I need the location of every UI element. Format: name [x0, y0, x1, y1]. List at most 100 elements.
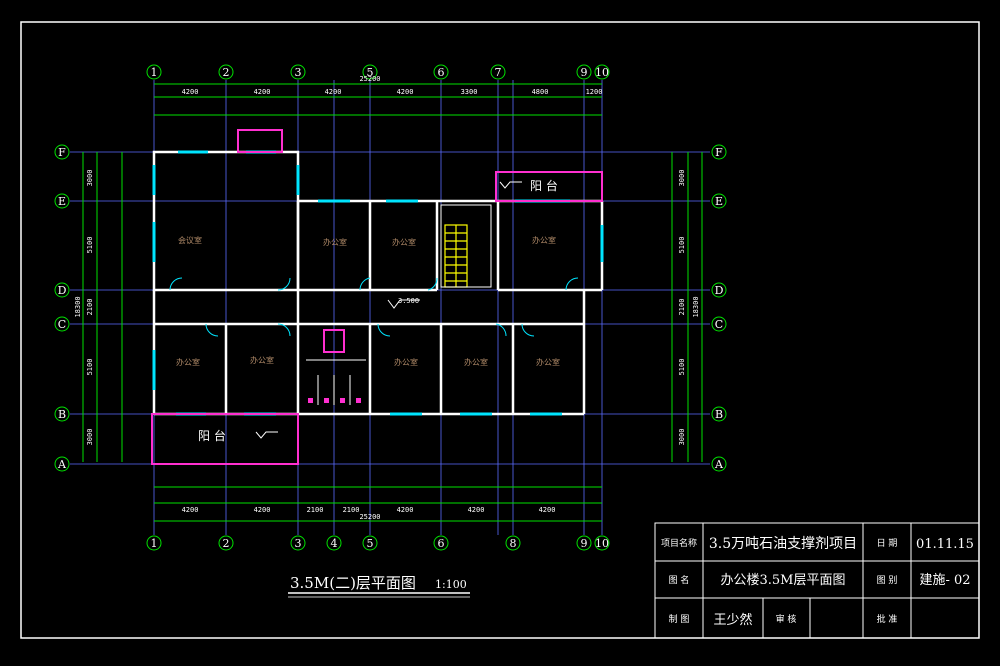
- corridor-level: 3.500: [398, 297, 419, 305]
- left-dim: 3000: [86, 170, 94, 187]
- axis-bubble: [218, 535, 234, 551]
- axis-bubble: [576, 535, 592, 551]
- sheet-border: [20, 21, 980, 639]
- drawing-title: 3.5M(二)层平面图 1:100: [288, 574, 470, 598]
- axis-bubble: [594, 535, 610, 551]
- axis-bubble-label: D: [58, 284, 67, 297]
- tb-drawing-value: 办公楼3.5M层平面图: [721, 573, 846, 588]
- axis-bubble: [362, 64, 378, 80]
- axis-bubble-label: 4: [331, 537, 338, 550]
- room-label-office: 办公室: [323, 237, 347, 247]
- top-dim: 4800: [532, 88, 549, 96]
- balcony-label-bottom: 阳 台: [198, 428, 226, 443]
- tb-number-label: 图 别: [877, 575, 898, 586]
- axis-bubble-label: B: [715, 408, 723, 421]
- axis-bubble-label: 7: [495, 66, 502, 79]
- bottom-total-dim: 25200: [359, 513, 380, 521]
- axis-bubble: [290, 64, 306, 80]
- room-label-office: 办公室: [176, 357, 200, 367]
- left-dim: 5100: [86, 237, 94, 254]
- side-dimension-labels: 3000 5100 2100 5100 3000 18300 3000 5100…: [74, 170, 700, 446]
- bottom-dim: 4200: [468, 506, 485, 514]
- axis-bubble-label: 8: [510, 537, 517, 550]
- axis-bubble: [594, 64, 610, 80]
- bottom-dim: 2100: [343, 506, 360, 514]
- bottom-dim: 4200: [397, 506, 414, 514]
- axis-bubble: [362, 535, 378, 551]
- tb-date-value: 01.11.15: [916, 537, 974, 552]
- tb-drawing-label: 图 名: [669, 574, 690, 586]
- axis-bubble-label: 5: [367, 66, 374, 79]
- dimension-lines: [82, 83, 703, 522]
- axis-bubble: [505, 535, 521, 551]
- top-dim: 4200: [182, 88, 199, 96]
- axis-bubble: [711, 406, 727, 422]
- axis-bubble: [54, 456, 70, 472]
- axis-bubble-label: C: [715, 318, 723, 331]
- axis-bubble-label: F: [58, 146, 66, 159]
- top-total-dim: 25200: [359, 75, 380, 83]
- axis-bubble-label: C: [58, 318, 66, 331]
- room-label-office: 办公室: [464, 357, 488, 367]
- axis-bubble: [54, 282, 70, 298]
- axis-bubble-label: A: [57, 458, 67, 471]
- title-block-values: 3.5万吨石油支撑剂项目 办公楼3.5M层平面图 王少然 01.11.15 建施…: [709, 536, 974, 628]
- level-mark: 3.500: [387, 297, 420, 309]
- top-dim: 4200: [254, 88, 271, 96]
- bottom-dim: 2100: [307, 506, 324, 514]
- right-dim: 5100: [678, 359, 686, 376]
- tb-approve-label: 批 准: [877, 613, 898, 625]
- top-dim: 3300: [461, 88, 478, 96]
- toilet-fixtures: [306, 359, 366, 405]
- axis-bubble: [54, 406, 70, 422]
- right-total-dim: 18300: [692, 296, 700, 317]
- balcony-level-marks: [255, 181, 522, 439]
- axis-bubble: [146, 535, 162, 551]
- tb-drawn-value: 王少然: [713, 612, 752, 628]
- drawing-title-name: 3.5M(二)层平面图: [290, 574, 416, 592]
- balconies: [151, 129, 603, 465]
- balcony-label-top: 阳 台: [530, 178, 558, 193]
- title-block: [654, 522, 980, 639]
- axis-bubble-label: 3: [295, 537, 302, 550]
- left-dim: 5100: [86, 359, 94, 376]
- title-block-labels: 项目名称 图 名 制 图 日 期 图 别 批 准 审 核: [661, 537, 897, 625]
- tb-date-label: 日 期: [877, 538, 898, 549]
- balcony-labels: 阳 台 阳 台: [198, 178, 558, 443]
- axis-bubble: [146, 64, 162, 80]
- room-label-office: 办公室: [536, 357, 560, 367]
- axis-bubble: [326, 535, 342, 551]
- axis-bubble: [54, 144, 70, 160]
- tb-project-value: 3.5万吨石油支撑剂项目: [709, 536, 857, 552]
- tb-review-label: 审 核: [776, 613, 797, 625]
- axis-bubble-label: 10: [595, 537, 609, 550]
- axis-bubble-label: E: [715, 195, 723, 208]
- axis-bubble: [54, 316, 70, 332]
- drawing-title-scale: 1:100: [435, 578, 467, 591]
- axis-bubble-label: 6: [438, 537, 445, 550]
- stair-railing: [440, 204, 492, 288]
- right-dim: 2100: [678, 299, 686, 316]
- axis-bubble: [711, 316, 727, 332]
- top-dim: 4200: [325, 88, 342, 96]
- axis-bubble-label: E: [58, 195, 66, 208]
- right-dim: 3000: [678, 170, 686, 187]
- dimension-labels: 25200 4200 4200 4200 4200 3300 4800 1200…: [182, 75, 603, 521]
- axis-bubble: [711, 193, 727, 209]
- axis-bubble-label: 5: [367, 537, 374, 550]
- axis-bubble-label: 2: [223, 66, 230, 79]
- axis-bubble: [218, 64, 234, 80]
- axis-bubble: [54, 193, 70, 209]
- axis-bubble-label: 1: [151, 66, 158, 79]
- right-dim: 5100: [678, 237, 686, 254]
- tb-drawn-label: 制 图: [669, 613, 690, 625]
- bottom-dim: 4200: [539, 506, 556, 514]
- room-label-office: 办公室: [532, 235, 556, 245]
- axis-bubble-label: 1: [151, 537, 158, 550]
- top-dim: 4200: [397, 88, 414, 96]
- axis-bubble-label: 10: [595, 66, 609, 79]
- room-label-meeting: 会议室: [178, 235, 202, 245]
- axis-bubble-label: F: [715, 146, 723, 159]
